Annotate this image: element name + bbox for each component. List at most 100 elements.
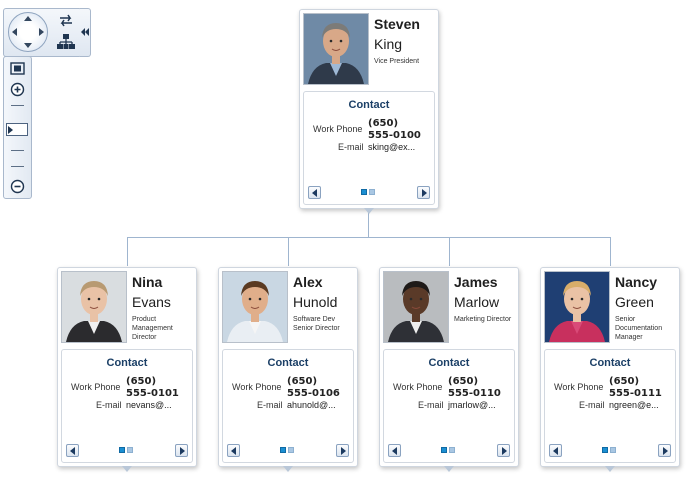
contact-panel: Contact Work Phone (650) 555-0110 E-mail… [383,349,515,463]
email-value[interactable]: ngreen@e... [609,400,659,410]
email-value[interactable]: nevans@... [126,400,172,410]
email-value[interactable]: sking@ex... [368,142,416,152]
page-indicator-inactive[interactable] [610,447,616,453]
employee-photo-image [384,272,448,342]
employee-first-name: Steven [374,16,420,32]
work-phone-label: Work Phone [393,382,443,392]
employee-job-title: Marketing Director [454,316,512,323]
previous-page-button[interactable] [227,444,240,457]
employee-last-name: Evans [132,294,171,310]
email-value[interactable]: ahunold@... [287,400,336,410]
employee-photo-image [223,272,287,342]
employee-last-name: King [374,36,403,52]
work-phone-area-code: (650) [448,376,479,387]
navigation-panel [3,8,82,57]
pan-down-icon[interactable] [24,43,32,48]
employee-job-title: Product Management Director [132,316,173,341]
email-label: E-mail [418,400,444,410]
zoom-out-icon[interactable] [10,179,25,194]
connector-line [127,237,128,266]
previous-page-button[interactable] [549,444,562,457]
employee-card[interactable]: Nina Evans Product Management Director C… [57,267,197,472]
next-page-button[interactable] [497,444,510,457]
employee-card[interactable]: Nancy Green Senior Documentation Manager… [540,267,680,472]
connector-line [127,237,611,238]
contact-heading: Contact [589,357,631,369]
refresh-icon[interactable] [57,13,75,27]
work-phone-area-code: (650) [126,376,157,387]
email-label: E-mail [96,400,122,410]
employee-photo [61,271,127,343]
next-page-button[interactable] [658,444,671,457]
employee-photo [383,271,449,343]
page-indicator-inactive[interactable] [449,447,455,453]
employee-first-name: Nina [132,274,163,290]
page-indicator-active[interactable] [280,447,286,453]
employee-first-name: Alex [293,274,323,290]
pan-up-icon[interactable] [24,16,32,21]
page-indicator-active[interactable] [361,189,367,195]
employee-job-title: Vice President [374,58,420,65]
fit-to-screen-icon[interactable] [10,62,25,75]
employee-photo-image [62,272,126,342]
email-label: E-mail [257,400,283,410]
employee-last-name: Hunold [293,294,338,310]
employee-last-name: Green [615,294,654,310]
next-page-button[interactable] [336,444,349,457]
connector-line [449,237,450,266]
work-phone-area-code: (650) [609,376,640,387]
next-page-button[interactable] [417,186,430,199]
employee-photo [303,13,369,85]
employee-card[interactable]: Steven King Vice President Contact Work … [299,9,439,214]
work-phone-area-code: (650) [287,376,318,387]
contact-heading: Contact [348,99,390,111]
previous-page-button[interactable] [388,444,401,457]
zoom-slider-thumb[interactable] [6,123,28,136]
employee-job-title: Senior Documentation Manager [615,316,663,341]
employee-card[interactable]: Alex Hunold Software Dev Senior Director… [218,267,358,472]
work-phone-number: 555-0101 [126,388,179,399]
page-indicator-inactive[interactable] [288,447,294,453]
connector-line [368,207,369,237]
work-phone-value: (650) 555-0106 [287,376,340,400]
employee-photo-image [545,272,609,342]
email-label: E-mail [338,142,364,152]
collapse-panel-button[interactable] [80,8,91,57]
work-phone-label: Work Phone [232,382,282,392]
page-indicator-inactive[interactable] [127,447,133,453]
zoom-in-icon[interactable] [10,82,25,97]
employee-photo-image [304,14,368,84]
previous-page-button[interactable] [308,186,321,199]
contact-panel: Contact Work Phone (650) 555-0101 E-mail… [61,349,193,463]
page-indicator-active[interactable] [119,447,125,453]
work-phone-number: 555-0110 [448,388,501,399]
contact-heading: Contact [106,357,148,369]
connector-line [610,237,611,266]
next-page-button[interactable] [175,444,188,457]
zoom-tick [11,150,24,151]
connector-line [288,237,289,266]
zoom-tick [11,105,24,106]
email-label: E-mail [579,400,605,410]
work-phone-value: (650) 555-0100 [368,118,421,142]
previous-page-button[interactable] [66,444,79,457]
email-value[interactable]: jmarlow@... [448,400,496,410]
page-indicator-active[interactable] [602,447,608,453]
page-indicator-active[interactable] [441,447,447,453]
hierarchy-layout-icon[interactable] [57,34,75,50]
contact-heading: Contact [267,357,309,369]
pan-control[interactable] [8,12,48,52]
page-indicator-inactive[interactable] [369,189,375,195]
work-phone-value: (650) 555-0101 [126,376,179,400]
pan-right-icon[interactable] [39,28,44,36]
work-phone-label: Work Phone [313,124,363,134]
pan-left-icon[interactable] [12,28,17,36]
employee-card[interactable]: James Marlow Marketing Director Contact … [379,267,519,472]
contact-panel: Contact Work Phone (650) 555-0106 E-mail… [222,349,354,463]
contact-panel: Contact Work Phone (650) 555-0111 E-mail… [544,349,676,463]
contact-panel: Contact Work Phone (650) 555-0100 E-mail… [303,91,435,205]
zoom-tick [11,166,24,167]
employee-job-title: Software Dev Senior Director [293,316,340,332]
work-phone-value: (650) 555-0111 [609,376,662,400]
employee-first-name: James [454,274,498,290]
